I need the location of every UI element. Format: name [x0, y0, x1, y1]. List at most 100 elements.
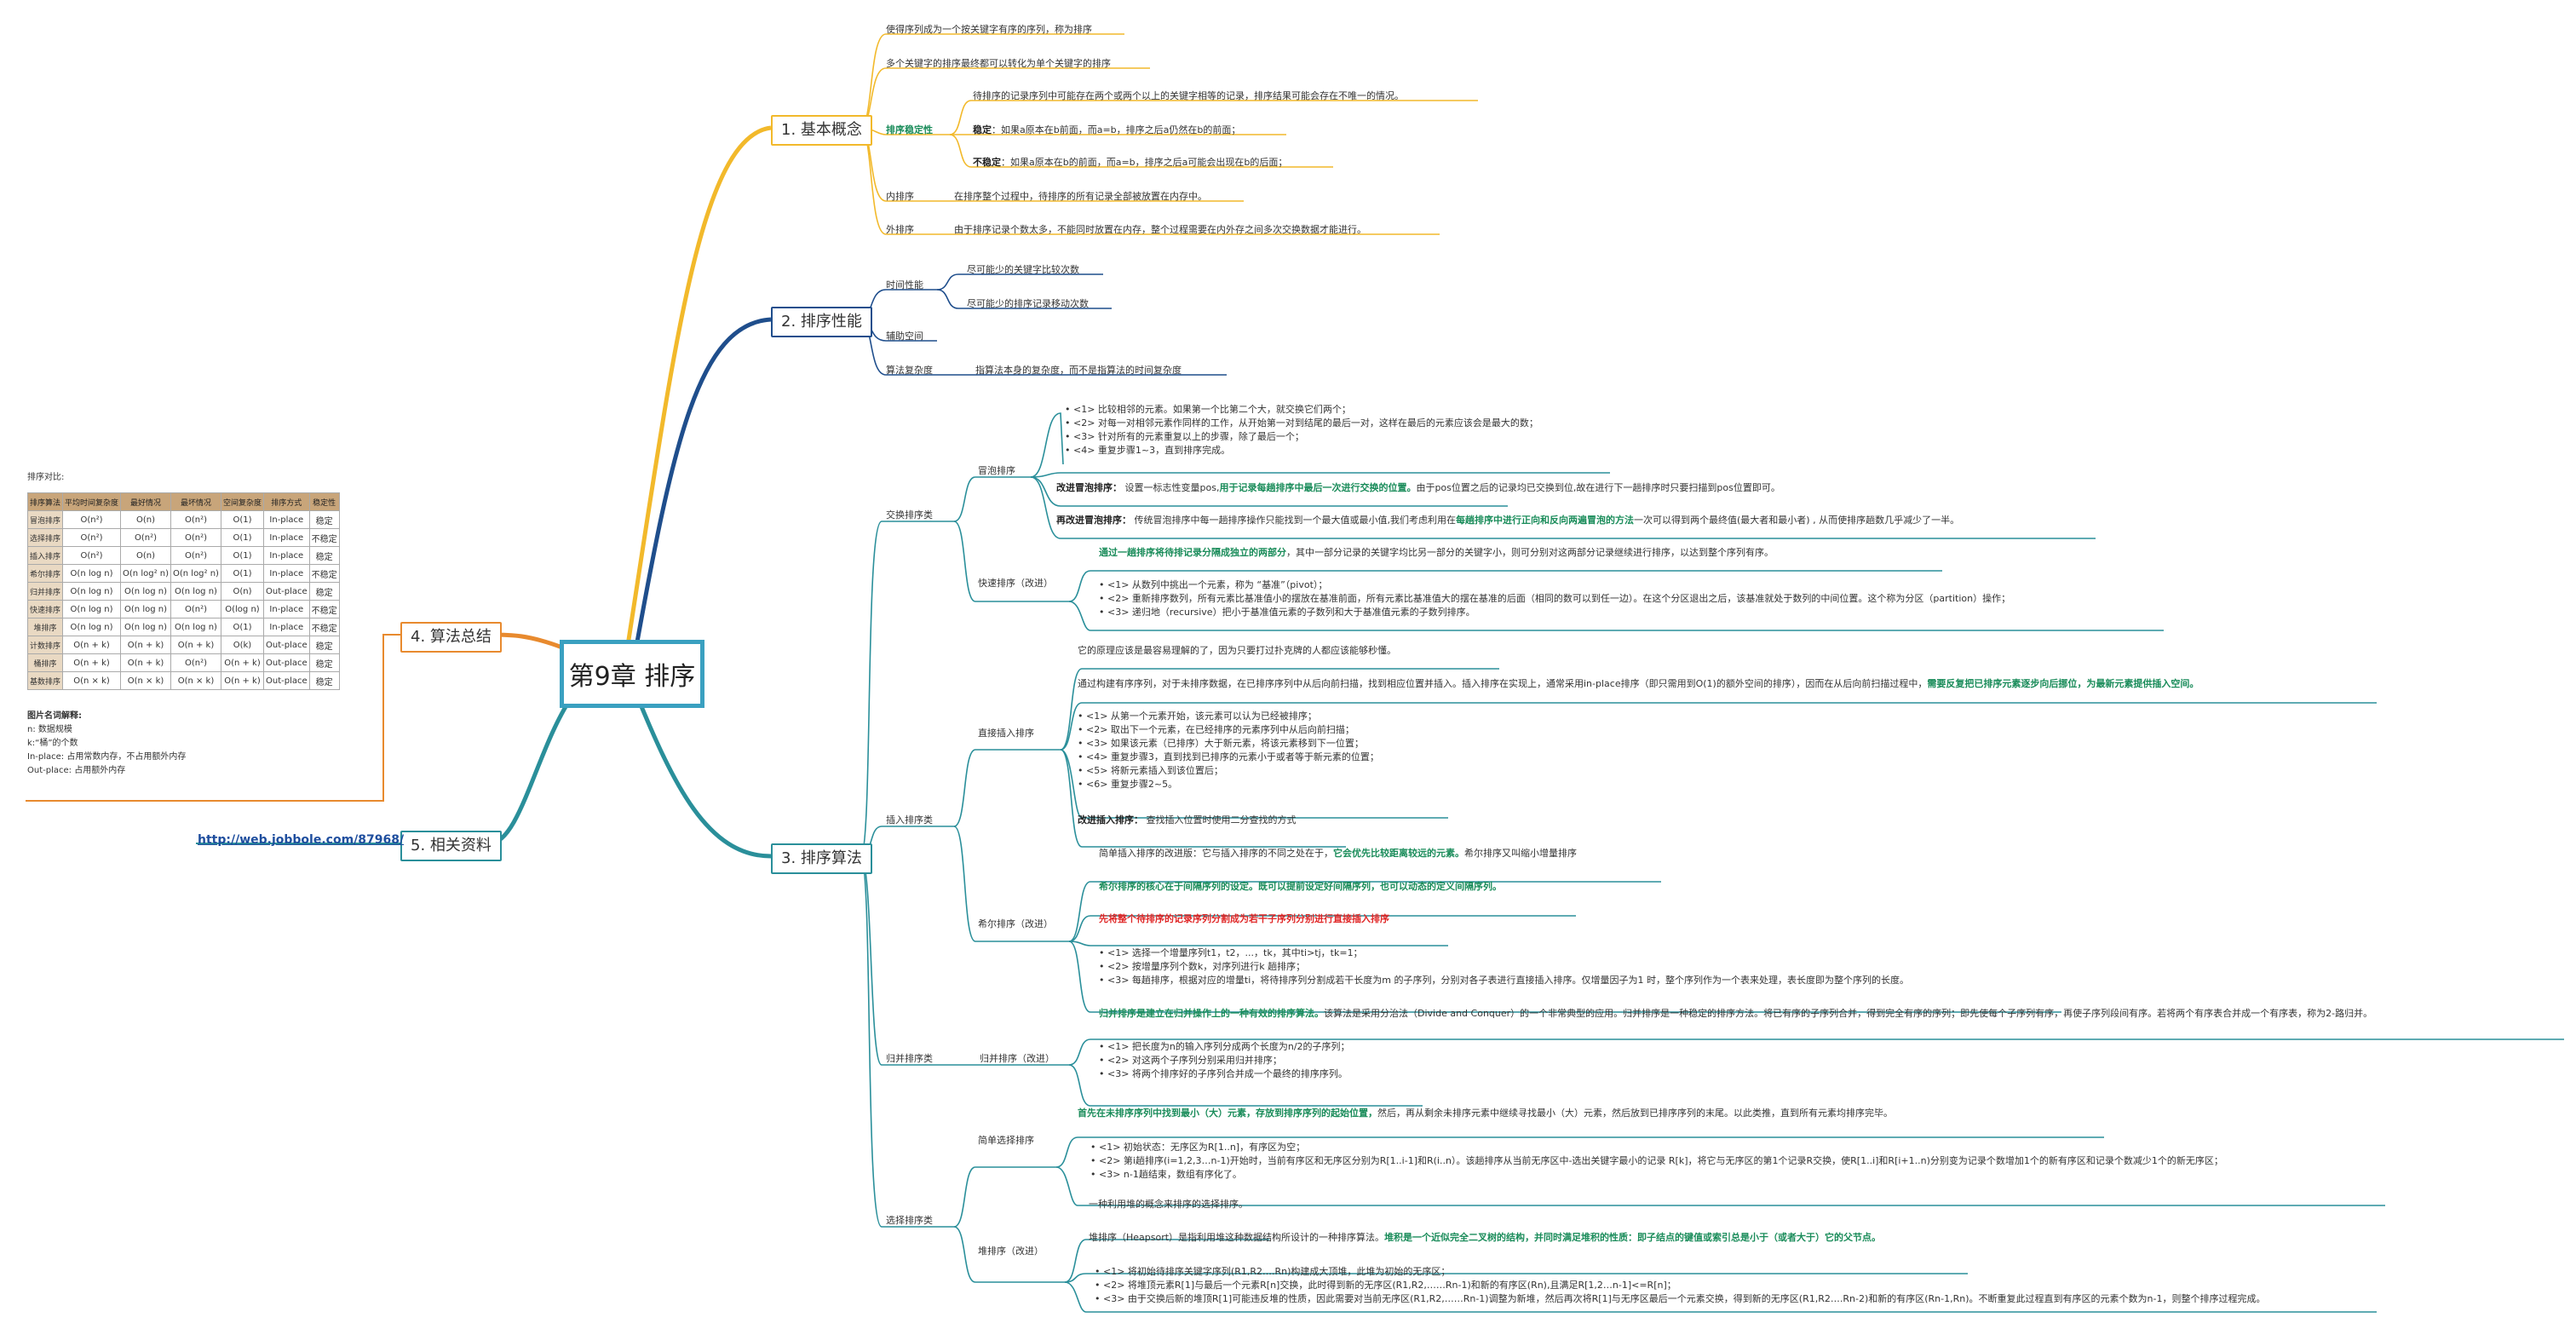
table-header: 排序算法 [26, 492, 64, 511]
external-sort-desc: 由于排序记录个数太多，不能同时放置在内存，整个过程需要在内外存之间多次交换数据才… [954, 224, 1366, 235]
legend-title: 图片名词解释: [27, 711, 82, 721]
resource-link[interactable]: http://web.jobbole.com/87968/ [198, 833, 405, 847]
table-cell: O(n + k) [220, 671, 264, 690]
table-cell: In-place [262, 564, 310, 583]
bubble-step-1: • <1> 比较相邻的元素。如果第一个比第二个大，就交换它们两个； [1065, 404, 1351, 415]
table-cell: O(n × k) [170, 671, 221, 690]
direct-step-4: • <4> 重复步骤3，直到找到已排序的元素小于或者等于新元素的位置； [1078, 751, 1379, 762]
table-cell: 不稳定 [308, 564, 340, 583]
branch-basic-concepts[interactable]: 1. 基本概念 [771, 115, 872, 146]
table-cell: O(n log n) [120, 618, 171, 636]
basic-definition: 使得序列成为一个按关键字有序的序列，称为排序 [886, 24, 1092, 35]
stability-stable: 稳定：如果a原本在b前面，而a=b，排序之后a仍然在b的前面； [973, 124, 1241, 135]
stability-desc: 待排序的记录序列中可能存在两个或两个以上的关键字相等的记录，排序结果可能会存在不… [973, 90, 1404, 101]
shell-sort-label: 希尔排序（改进） [978, 918, 1053, 929]
table-header: 最坏情况 [170, 492, 221, 511]
time-perf-compare: 尽可能少的关键字比较次数 [967, 264, 1079, 275]
basic-multi-key: 多个关键字的排序最终都可以转化为单个关键字的排序 [886, 58, 1111, 69]
table-cell: In-place [262, 546, 310, 565]
table-cell: O(1) [220, 618, 264, 636]
table-cell: 不稳定 [308, 528, 340, 547]
branch-algorithm-summary[interactable]: 4. 算法总结 [400, 622, 502, 653]
table-cell: O(n²) [170, 600, 221, 618]
table-cell: In-place [262, 510, 310, 529]
table-cell: Out-place [262, 671, 310, 690]
center-topic[interactable]: 第9章 排序 [560, 640, 704, 708]
table-cell: 稳定 [308, 510, 340, 529]
merge-step-3: • <3> 将两个排序好的子序列合并成一个最终的排序序列。 [1099, 1068, 1348, 1079]
table-header-row: 排序算法 平均时间复杂度 最好情况 最坏情况 空间复杂度 排序方式 稳定性 [26, 492, 340, 511]
insert-sort-label: 插入排序类 [886, 814, 933, 826]
table-cell: O(n²) [62, 546, 122, 565]
table-cell: O(n log n) [170, 582, 221, 601]
table-cell: O(1) [220, 564, 264, 583]
table-cell: In-place [262, 618, 310, 636]
table-cell: O(n log² n) [120, 564, 171, 583]
bubble-improve-2: 再改进冒泡排序： 传统冒泡排序中每一趟排序操作只能找到一个最大值或最小值,我们考… [1056, 515, 1960, 526]
bubble-step-4: • <4> 重复步骤1~3，直到排序完成。 [1065, 445, 1231, 456]
bubble-improve-1: 改进冒泡排序： 设置一标志性变量pos,用于记录每趟排序中最后一次进行交换的位置… [1056, 482, 1780, 493]
quick-sort-label: 快速排序（改进） [978, 578, 1053, 589]
bubble-step-3: • <3> 针对所有的元素重复以上的步骤，除了最后一个； [1065, 431, 1304, 442]
table-cell: O(n log n) [62, 618, 122, 636]
direct-desc: 通过构建有序序列，对于未排序数据，在已排序序列中从后向前扫描，找到相应位置并插入… [1078, 678, 2199, 689]
table-cell: Out-place [262, 636, 310, 654]
table-cell-name: 桶排序 [26, 653, 64, 672]
quick-step-2: • <2> 重新排序数列，所有元素比基准值小的摆放在基准前面，所有元素比基准值大… [1099, 593, 2011, 604]
table-cell: O(n log n) [62, 564, 122, 583]
table-header: 最好情况 [120, 492, 171, 511]
complexity-label: 算法复杂度 [886, 365, 933, 376]
table-cell: O(n + k) [220, 653, 264, 672]
aux-space-label: 辅助空间 [886, 331, 923, 342]
bubble-step-2: • <2> 对每一对相邻元素作同样的工作，从开始第一对到结尾的最后一对，这样在最… [1065, 417, 1538, 429]
quick-step-1: • <1> 从数列中挑出一个元素，称为 “基准”（pivot）； [1099, 579, 1328, 590]
simple-step-3: • <3> n-1趟结束，数组有序化了。 [1090, 1169, 1242, 1180]
sort-comparison-table: 排序算法 平均时间复杂度 最好情况 最坏情况 空间复杂度 排序方式 稳定性 冒泡… [26, 492, 340, 690]
shell-core: 希尔排序的核心在于间隔序列的设定。既可以提前设定好间隔序列，也可以动态的定义间隔… [1099, 881, 1502, 892]
merge-step-1: • <1> 把长度为n的输入序列分成两个长度为n/2的子序列； [1099, 1041, 1350, 1052]
table-cell: Out-place [262, 653, 310, 672]
exchange-sort-label: 交换排序类 [886, 509, 933, 521]
table-cell: O(n²) [62, 528, 122, 547]
simple-select-label: 简单选择排序 [978, 1135, 1034, 1146]
branch-related-resources[interactable]: 5. 相关资料 [400, 831, 502, 861]
table-cell: O(n + k) [120, 653, 171, 672]
table-header: 稳定性 [308, 492, 340, 511]
select-sort-label: 选择排序类 [886, 1215, 933, 1226]
branch-sort-performance[interactable]: 2. 排序性能 [771, 307, 872, 337]
table-cell-name: 插入排序 [26, 546, 64, 565]
merge-sort-label: 归并排序类 [886, 1053, 933, 1064]
legend-outplace: Out-place: 占用额外内存 [27, 766, 126, 775]
table-cell: O(k) [220, 636, 264, 654]
table-cell-name: 快速排序 [26, 600, 64, 618]
table-cell: O(n²) [170, 546, 221, 565]
internal-sort-desc: 在排序整个过程中，待排序的所有记录全部被放置在内存中。 [954, 191, 1207, 202]
direct-intro: 它的原理应该是最容易理解的了，因为只要打过扑克牌的人都应该能够秒懂。 [1078, 645, 1396, 656]
shell-split: 先将整个待排序的记录序列分割成为若干子序列分别进行直接插入排序 [1099, 913, 1389, 924]
direct-step-2: • <2> 取出下一个元素，在已经排序的元素序列中从后向前扫描； [1078, 724, 1354, 735]
table-cell: O(n log n) [62, 582, 122, 601]
direct-step-6: • <6> 重复步骤2~5。 [1078, 779, 1178, 790]
table-cell: O(n log² n) [170, 564, 221, 583]
table-cell: 稳定 [308, 636, 340, 654]
table-cell: O(n + k) [62, 636, 122, 654]
table-cell: O(n) [120, 546, 171, 565]
external-sort-label: 外排序 [886, 224, 914, 235]
table-cell: 稳定 [308, 582, 340, 601]
table-cell: O(1) [220, 510, 264, 529]
complexity-desc: 指算法本身的复杂度，而不是指算法的时间复杂度 [975, 365, 1182, 376]
legend-n: n: 数据规模 [27, 725, 72, 734]
table-cell: O(1) [220, 528, 264, 547]
branch-sort-algorithms[interactable]: 3. 排序算法 [771, 843, 872, 874]
table-cell: O(1) [220, 546, 264, 565]
summary-title: 排序对比: [27, 473, 65, 482]
merge-sort-sub: 归并排序（改进） [980, 1053, 1055, 1064]
table-cell: O(n + k) [120, 636, 171, 654]
